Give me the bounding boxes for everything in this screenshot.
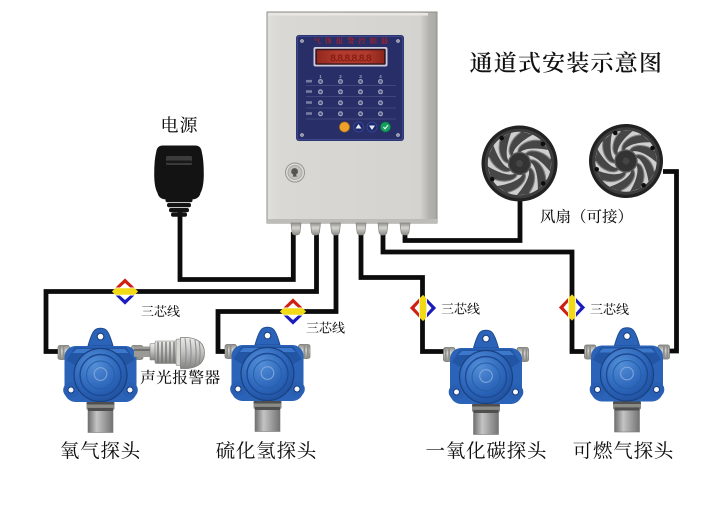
- svg-text:8.8.8.8.8.8: 8.8.8.8.8.8: [330, 53, 372, 65]
- svg-text:2: 2: [339, 74, 342, 79]
- svg-text:4: 4: [379, 74, 382, 79]
- svg-text:3: 3: [359, 74, 362, 79]
- svg-text:1: 1: [319, 74, 322, 79]
